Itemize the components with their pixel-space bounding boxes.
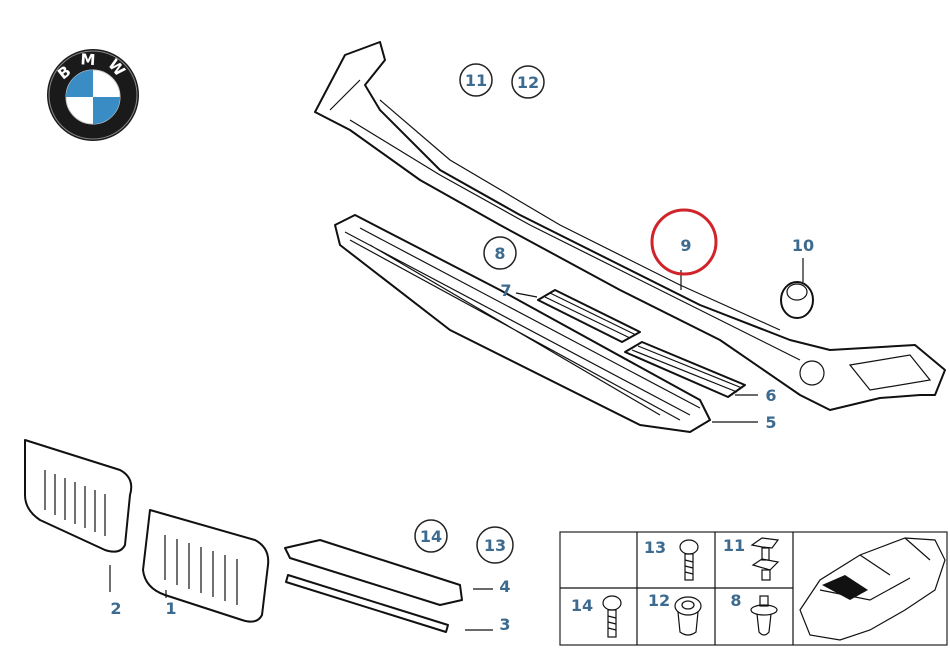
grille-cover-part-5[interactable] <box>334 214 711 433</box>
expanding-rivet-icon <box>750 595 778 636</box>
trim-strip-part-3[interactable] <box>285 574 449 633</box>
car-location-icon <box>799 537 946 641</box>
kidney-grille-part-1[interactable] <box>142 509 270 623</box>
callout-2[interactable]: 2 <box>110 599 121 618</box>
grommet-icon <box>674 596 702 636</box>
callout-circle-8 <box>483 236 517 270</box>
mesh-filter-part-6[interactable] <box>624 341 746 398</box>
bmw-logo: BMW <box>47 49 139 141</box>
screw-washer-icon <box>679 539 699 581</box>
callout-7[interactable]: 7 <box>500 281 511 300</box>
callout-6[interactable]: 6 <box>765 386 776 405</box>
callout-14[interactable]: 14 <box>420 527 442 546</box>
hardware-table: 13 11 14 12 8 <box>559 531 948 646</box>
spring-clip-icon <box>750 537 780 581</box>
grommet-part-10[interactable] <box>780 281 814 319</box>
callout-12[interactable]: 12 <box>517 73 539 92</box>
screw-icon <box>602 595 622 638</box>
callout-9[interactable]: 9 <box>680 236 691 255</box>
callout-11[interactable]: 11 <box>465 71 487 90</box>
callout-8[interactable]: 8 <box>494 244 505 263</box>
callout-13[interactable]: 13 <box>484 536 506 555</box>
table-label-11: 11 <box>723 536 745 555</box>
callout-1[interactable]: 1 <box>165 599 176 618</box>
callout-5[interactable]: 5 <box>765 413 776 432</box>
callout-10[interactable]: 10 <box>792 236 814 255</box>
callout-circle-11 <box>459 63 493 97</box>
table-label-13: 13 <box>644 538 666 557</box>
table-label-8: 8 <box>730 591 741 610</box>
callout-circle-13 <box>476 526 514 564</box>
table-label-12: 12 <box>648 591 670 610</box>
table-label-14: 14 <box>571 596 593 615</box>
bracket-part-4[interactable] <box>284 539 463 606</box>
leader-lines <box>109 258 804 631</box>
kidney-grille-part-2[interactable] <box>24 439 133 553</box>
mesh-filter-part-7[interactable] <box>537 289 641 343</box>
highlight-circle-9 <box>650 208 718 276</box>
callout-circle-12 <box>511 65 545 99</box>
cowl-panel-part-9[interactable] <box>314 41 946 411</box>
callout-circle-14 <box>414 519 448 553</box>
callout-4[interactable]: 4 <box>499 577 510 596</box>
callout-3[interactable]: 3 <box>499 615 510 634</box>
